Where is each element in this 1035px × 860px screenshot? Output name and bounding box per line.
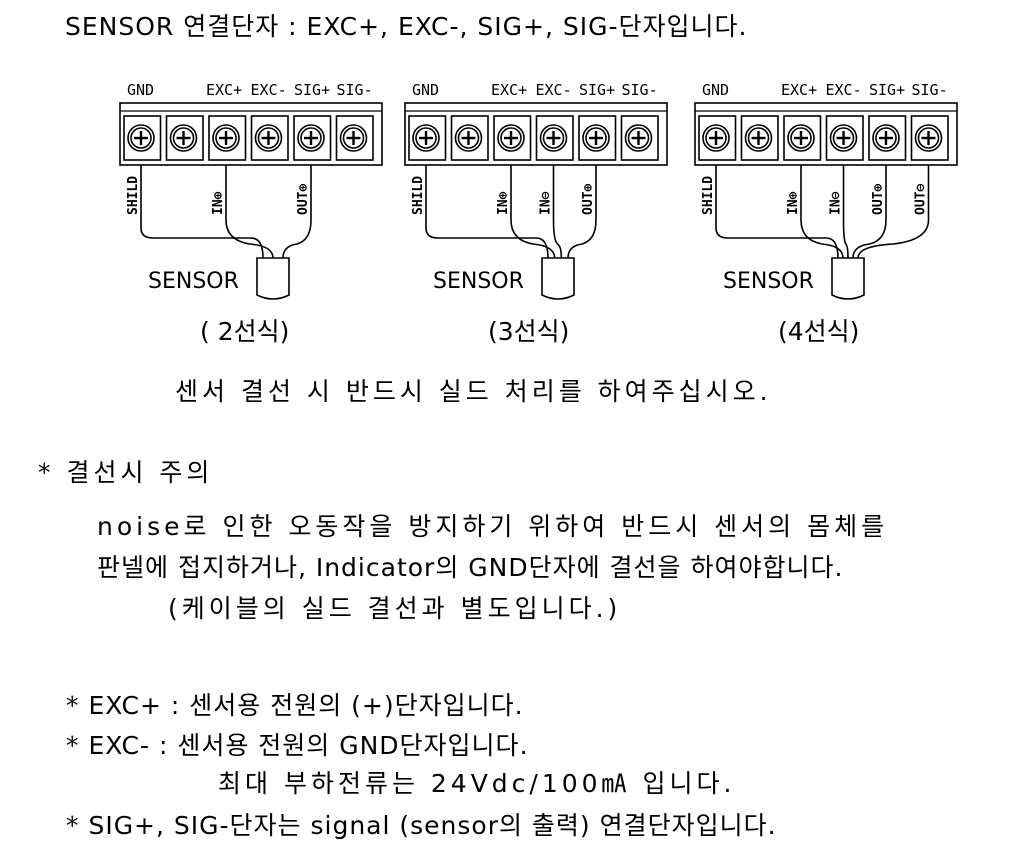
screw-icon — [254, 124, 283, 152]
terminal-slot — [578, 115, 617, 161]
terminal-slot — [208, 115, 247, 161]
terminal-slot — [293, 115, 332, 161]
wire-label-out-minus: OUT⊖ — [914, 184, 929, 215]
note-sig: * SIG+, SIG-단자는 signal (sensor의 출력) 연결단자… — [66, 811, 777, 840]
screw-icon — [744, 124, 773, 152]
screw-icon — [624, 124, 653, 152]
terminal-slot — [910, 115, 949, 161]
terminal-slot — [408, 115, 447, 161]
terminal-slot — [250, 115, 289, 161]
shield-note: 센서 결선 시 반드시 실드 처리를 하여주십시오. — [175, 377, 772, 406]
terminal-label-exc-plus: EXC+ — [206, 81, 242, 99]
sensor-label: SENSOR — [723, 269, 814, 294]
screw-icon — [702, 124, 730, 152]
wire-label-shield: SHILD — [701, 176, 716, 215]
sensor-label: SENSOR — [433, 269, 524, 294]
diagram-4-wire: GND EXC+ EXC- SIG+ SIG- SENSOR SHILD IN⊕ IN⊖ OUT⊕… — [694, 81, 958, 346]
wire-in-plus — [800, 165, 844, 259]
caution-line-2: 판넬에 접지하거나, Indicator의 GND단자에 결선을 하여야합니다. — [97, 553, 844, 582]
wire-label-out-plus: OUT⊕ — [871, 184, 886, 215]
terminal-slot — [165, 115, 204, 161]
terminal-block — [694, 102, 958, 166]
screw-icon — [497, 124, 525, 152]
wire-in-minus — [552, 165, 563, 259]
note-load-current: 최대 부하전류는 24Vdc/100㎃ 입니다. — [218, 769, 736, 798]
wire-label-shield: SHILD — [411, 176, 426, 215]
terminal-slot — [123, 115, 162, 161]
terminal-label-sig-minus: SIG- — [912, 81, 948, 99]
terminal-label-exc-minus: EXC- — [536, 81, 572, 99]
terminal-slot — [620, 115, 659, 161]
sensor-body — [541, 257, 575, 300]
screw-icon — [872, 124, 900, 152]
terminal-slot — [825, 115, 864, 161]
screw-icon — [539, 124, 568, 152]
sensor-label: SENSOR — [148, 269, 239, 294]
wire-label-shield: SHILD — [126, 176, 141, 215]
note-exc-plus: * EXC+ : 센서용 전원의 (+)단자입니다. — [66, 691, 524, 720]
terminal-slot — [868, 115, 907, 161]
screw-icon — [127, 124, 155, 152]
wire-out-plus — [852, 165, 887, 259]
terminal-label-exc-plus: EXC+ — [491, 81, 527, 99]
wire-label-in-minus: IN⊖ — [829, 191, 844, 215]
wire-label-in-plus: IN⊕ — [211, 191, 226, 215]
terminal-slot — [335, 115, 374, 161]
wire-label-out-plus: OUT⊕ — [296, 184, 311, 215]
wire-label-in-plus: IN⊕ — [786, 191, 801, 215]
terminal-slot — [450, 115, 489, 161]
diagram-caption: ( 2선식) — [200, 317, 289, 346]
terminal-label-exc-plus: EXC+ — [781, 81, 817, 99]
diagram-2-wire: GND EXC+ EXC- SIG+ SIG- SENSOR SHILD IN⊕ OUT⊕ ( 2… — [119, 81, 383, 346]
terminal-block — [119, 102, 383, 166]
screw-icon — [169, 124, 198, 152]
terminal-label-sig-plus: SIG+ — [579, 81, 615, 99]
terminal-slot — [535, 115, 574, 161]
terminal-label-gnd: GND — [702, 81, 729, 99]
terminal-label-exc-minus: EXC- — [826, 81, 862, 99]
terminal-slot — [783, 115, 822, 161]
wire-label-out-plus: OUT⊕ — [581, 184, 596, 215]
wire-label-in-plus: IN⊕ — [496, 191, 511, 215]
terminal-label-sig-plus: SIG+ — [869, 81, 905, 99]
terminal-slot — [740, 115, 779, 161]
terminal-label-sig-plus: SIG+ — [294, 81, 330, 99]
wire-in-plus — [225, 165, 274, 259]
screw-icon — [914, 124, 943, 152]
caution-line-3: (케이블의 실드 결선과 별도입니다.) — [168, 594, 622, 623]
terminal-label-gnd: GND — [127, 81, 154, 99]
terminal-block — [404, 102, 668, 166]
terminal-label-sig-minus: SIG- — [337, 81, 373, 99]
screw-icon — [582, 124, 610, 152]
note-exc-minus: * EXC- : 센서용 전원의 GND단자입니다. — [66, 731, 529, 760]
terminal-label-sig-minus: SIG- — [622, 81, 658, 99]
page-heading: SENSOR 연결단자 : EXC+, EXC-, SIG+, SIG-단자입니… — [65, 12, 748, 41]
terminal-label-exc-minus: EXC- — [251, 81, 287, 99]
terminal-slot — [698, 115, 737, 161]
wire-in-minus — [842, 165, 849, 259]
diagram-3-wire: GND EXC+ EXC- SIG+ SIG- SENSOR SHILD IN⊕ IN⊖ OUT⊕… — [404, 81, 668, 346]
wire-out-plus — [567, 165, 597, 259]
wire-label-in-minus: IN⊖ — [539, 191, 554, 215]
diagram-caption: (3선식) — [488, 317, 569, 346]
caution-line-1: noise로 인한 오동작을 방지하기 위하여 반드시 센서의 몸체를 — [97, 512, 889, 541]
screw-icon — [297, 124, 325, 152]
sensor-body — [256, 257, 290, 300]
wire-shield — [140, 165, 264, 259]
terminal-slot — [493, 115, 532, 161]
screw-icon — [412, 124, 440, 152]
screw-icon — [454, 124, 483, 152]
terminal-label-gnd: GND — [412, 81, 439, 99]
screw-icon — [787, 124, 815, 152]
screw-icon — [829, 124, 858, 152]
wire-in-plus — [510, 165, 556, 259]
sensor-body — [831, 257, 865, 300]
wiring-diagrams: GND EXC+ EXC- SIG+ SIG- SENSOR SHILD IN⊕ OUT⊕ ( 2… — [119, 81, 958, 346]
wire-out-plus — [282, 165, 312, 259]
screw-icon — [212, 124, 240, 152]
screw-icon — [339, 124, 368, 152]
caution-title: * 결선시 주의 — [38, 458, 214, 487]
wire-out-minus — [857, 165, 930, 259]
diagram-caption: (4선식) — [778, 317, 859, 346]
